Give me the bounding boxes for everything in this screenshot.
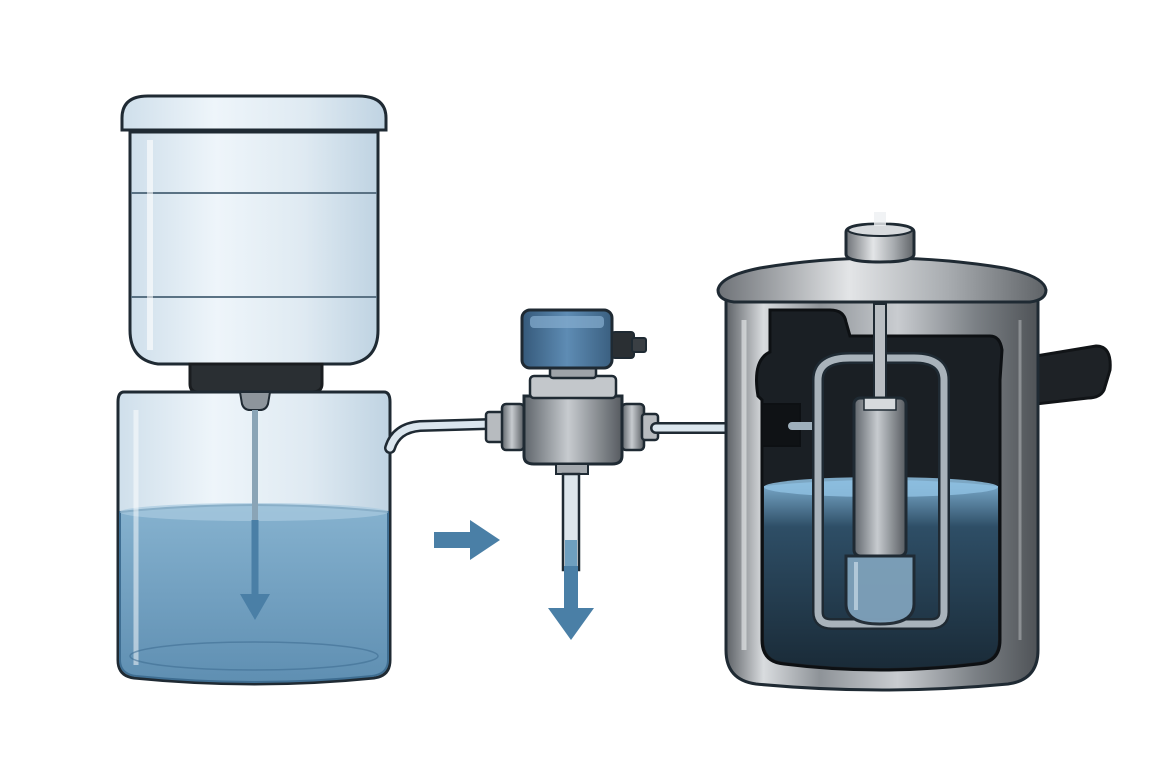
vessel-handle [1034,344,1112,406]
drip-arrow [240,520,270,620]
flow-arrow [434,520,500,560]
supply-bottle [120,94,388,394]
valve [484,308,660,475]
drain-pipe [561,472,581,572]
immersion-probe [812,303,950,630]
vessel-lid [716,256,1048,304]
connecting-tube [384,418,496,454]
drain-arrow [548,566,594,640]
